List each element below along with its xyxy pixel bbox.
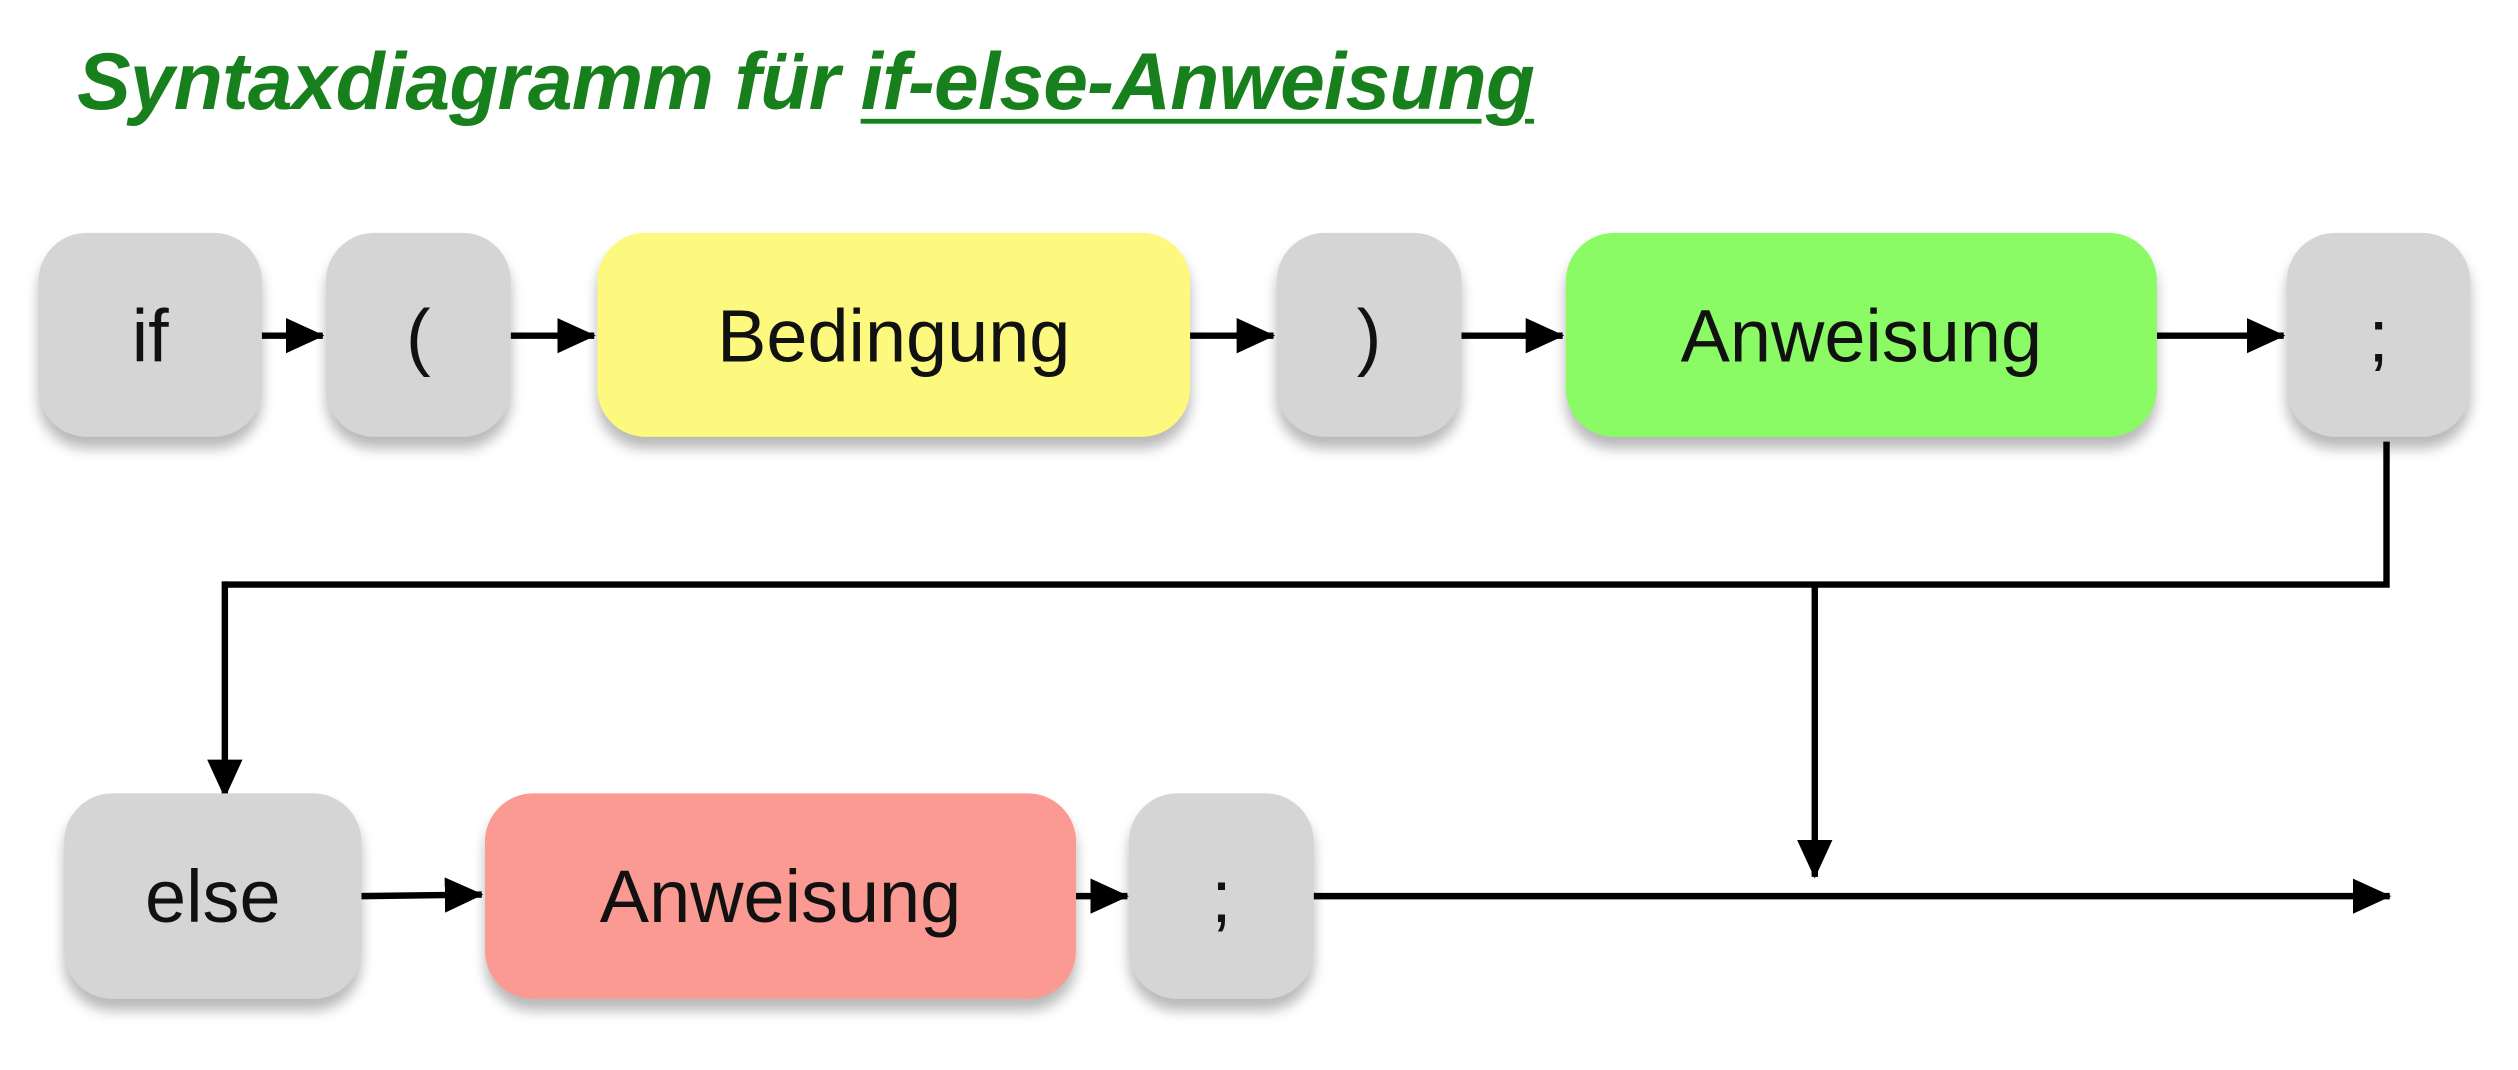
terminal-label: ; xyxy=(1211,854,1232,938)
terminal-label: if xyxy=(131,293,169,377)
nonterminal-label: Bedingung xyxy=(717,293,1071,377)
terminal-label: ( xyxy=(406,293,431,377)
terminal-close-paren: ) xyxy=(1276,232,1462,437)
terminal-open-paren: ( xyxy=(326,232,511,437)
title-prefix: Syntaxdiagramm für xyxy=(77,36,861,127)
line-semicolon-branch xyxy=(224,441,2390,588)
nonterminal-label: Anweisung xyxy=(1680,293,2043,377)
nonterminal-condition: Bedingung xyxy=(597,232,1191,437)
terminal-semicolon: ; xyxy=(2286,232,2471,437)
arrow-else-statement xyxy=(361,877,484,913)
nonterminal-statement-else: Anweisung xyxy=(485,793,1077,999)
page-title: Syntaxdiagramm für if-else-Anweisung xyxy=(77,35,1535,128)
nonterminal-statement-then: Anweisung xyxy=(1565,232,2157,437)
terminal-else: else xyxy=(64,793,362,999)
terminal-label: ) xyxy=(1356,293,1382,377)
terminal-semicolon-else: ; xyxy=(1129,793,1314,999)
nonterminal-label: Anweisung xyxy=(599,854,962,938)
terminal-if: if xyxy=(38,232,262,437)
terminal-label: else xyxy=(145,854,281,938)
title-subject: if-else-Anweisung xyxy=(860,36,1535,127)
terminal-label: ; xyxy=(2368,293,2389,377)
